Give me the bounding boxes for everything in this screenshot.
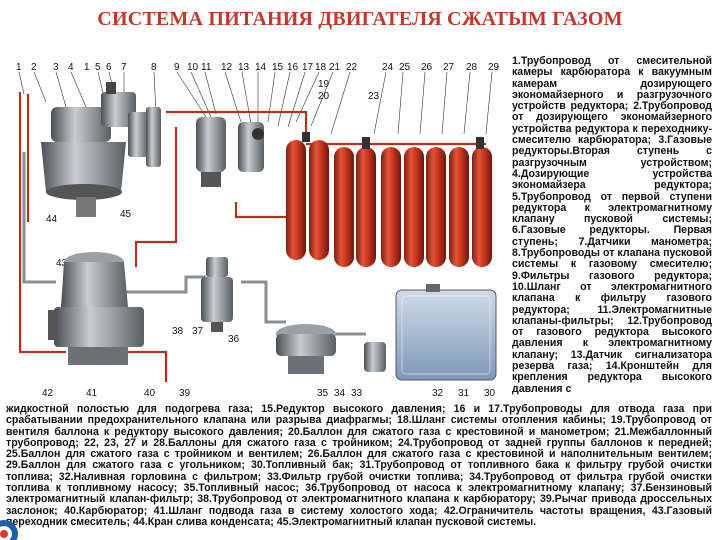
gas-filter: [196, 117, 226, 187]
red-pipes: [18, 92, 486, 382]
callout-top: 27: [443, 62, 455, 73]
callout-bottom: 41: [86, 388, 98, 399]
callout-top: 3: [53, 62, 59, 73]
gas-cylinders: [286, 132, 492, 267]
callout-top: 11: [201, 62, 212, 73]
callout-top: 1: [16, 62, 22, 73]
legend-bottom: жидкостной полостью для подогрева газа; …: [6, 403, 712, 528]
callout-top: 16: [287, 62, 299, 73]
callout-bottom: 33: [351, 388, 363, 399]
callout-top: 29: [488, 62, 500, 73]
coarse-fuel-filter: [364, 342, 386, 372]
callout-mid: 20: [318, 91, 330, 102]
callout-top: 9: [174, 62, 180, 73]
callout-top: 6: [106, 62, 112, 73]
callout-top: 17: [302, 62, 314, 73]
callout-top: 21: [329, 62, 341, 73]
callout-top: 24: [382, 62, 394, 73]
callout-bottom: 42: [42, 388, 54, 399]
callout-top: 22: [346, 62, 358, 73]
callout-mid: 23: [368, 91, 380, 102]
petrol-solenoid-valve: [201, 257, 233, 332]
callout-bottom: 40: [144, 388, 156, 399]
fuel-pump: [276, 324, 336, 374]
callout-bottom: 30: [484, 388, 496, 399]
callout-bottom: 32: [432, 388, 444, 399]
callout-top: 1: [84, 62, 90, 73]
fuel-tank: [395, 284, 497, 381]
callout-top: 7: [121, 62, 127, 73]
leader-lines: [18, 71, 493, 135]
gas-system-diagram: 1 2 3 4 1 5 6 7 8 9 10 11 12 13 14 15 16…: [16, 62, 500, 399]
callout-top: 26: [421, 62, 433, 73]
callout-bottom: 31: [458, 388, 470, 399]
carburetor: [48, 252, 144, 365]
callout-numbers: 1 2 3 4 1 5 6 7 8 9 10 11 12 13 14 15 16…: [16, 62, 500, 399]
callout-top: 14: [255, 62, 267, 73]
page-title: СИСТЕМА ПИТАНИЯ ДВИГАТЕЛЯ СЖАТЫМ ГАЗОМ: [97, 8, 623, 30]
callout-top: 13: [238, 62, 250, 73]
callout-mid: 19: [318, 79, 330, 90]
logo-icon: [0, 520, 18, 540]
callout-top: 15: [272, 62, 284, 73]
callout-top: 12: [221, 62, 233, 73]
callout-bottom: 34: [334, 388, 346, 399]
callout-top: 4: [68, 62, 74, 73]
callout-mid: 37: [192, 326, 204, 337]
callout-top: 8: [151, 62, 157, 73]
callout-top: 2: [31, 62, 37, 73]
callout-mid: 44: [46, 214, 58, 225]
callout-top: 5: [95, 62, 101, 73]
callout-mid: 38: [172, 326, 184, 337]
callout-mid: 43: [56, 258, 68, 269]
callout-mid: 36: [228, 334, 240, 345]
gray-pipes: [22, 152, 403, 362]
high-pressure-reducer: [238, 122, 264, 172]
legend-right: 1.Трубопровод от смесительной камеры кар…: [512, 55, 712, 395]
callout-top: 28: [466, 62, 478, 73]
callout-top: 10: [187, 62, 199, 73]
callout-mid: 45: [120, 209, 132, 220]
callout-top: 18: [315, 62, 327, 73]
gas-reducer: [41, 82, 161, 217]
callout-bottom: 39: [179, 388, 191, 399]
callout-bottom: 35: [317, 388, 329, 399]
callout-top: 25: [399, 62, 411, 73]
